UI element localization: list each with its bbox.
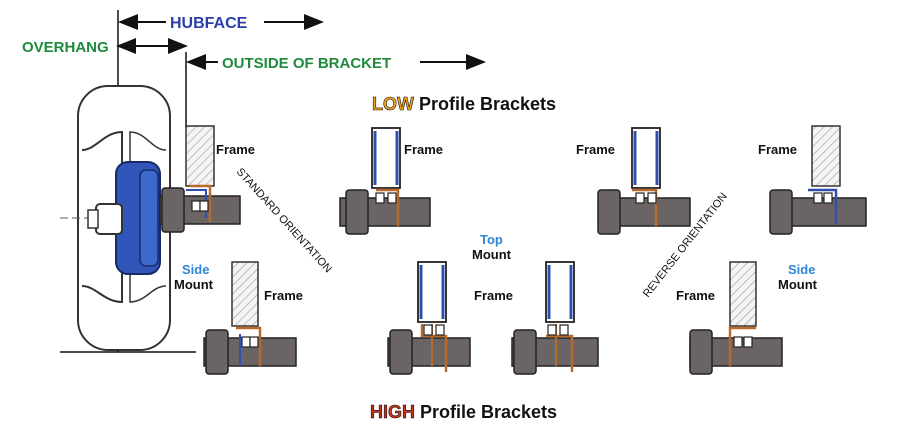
assembly-low-reverse-solid: Frame [758, 125, 867, 235]
overhang-label: OVERHANG [22, 39, 109, 56]
frame-label: Frame [676, 288, 715, 303]
axle-stub [597, 189, 621, 235]
frame-channel [417, 261, 447, 323]
bolt [435, 324, 445, 336]
frame-label: Frame [576, 142, 615, 157]
bracket [546, 334, 574, 372]
bolt [733, 336, 743, 348]
frame-rail [811, 125, 841, 187]
frame-label: Frame [474, 288, 513, 303]
frame-channel [545, 261, 575, 323]
high-profile-heading: HIGH Profile Brackets [370, 402, 557, 422]
assembly-standard-low-side: Frame [159, 125, 255, 233]
bolt [423, 324, 433, 336]
assembly-low-top-channel: Frame [339, 127, 443, 235]
bracket [236, 326, 262, 366]
bolt [249, 336, 259, 348]
bolt [559, 324, 569, 336]
assembly-high-reverse-side: Frame [676, 261, 783, 375]
bracket [420, 324, 448, 372]
standard-orientation-label: STANDARD ORIENTATION [234, 166, 334, 275]
bolt [547, 324, 557, 336]
outside-of-bracket-label: OUTSIDE OF BRACKET [222, 55, 391, 72]
bracket [728, 326, 756, 366]
frame-rail [231, 261, 259, 327]
assembly-high-top-channel-b: Frame [474, 261, 599, 375]
axle-stub [205, 329, 229, 375]
side-mount-right-side: Side [788, 262, 815, 277]
bolt [375, 192, 385, 204]
axle-stub [769, 189, 793, 235]
bolt [647, 192, 657, 204]
bolt [387, 192, 397, 204]
assembly-low-reverse-channel: Frame [576, 127, 691, 235]
axle-stub [161, 187, 185, 233]
frame-label: Frame [758, 142, 797, 157]
low-prefix: LOW [372, 94, 414, 114]
top-mount-side: Top [480, 232, 503, 247]
bracket [808, 188, 838, 224]
side-mount-left-side: Side [182, 262, 209, 277]
bolt [635, 192, 645, 204]
frame-channel [371, 127, 401, 189]
side-mount-left-mount: Mount [174, 277, 214, 292]
low-profile-heading: LOW Profile Brackets [372, 94, 556, 114]
hubface-label: HUBFACE [170, 15, 248, 32]
bolt [191, 200, 201, 212]
axle-stub [345, 189, 369, 235]
bolt [241, 336, 251, 348]
bolt [743, 336, 753, 348]
axle-stub [389, 329, 413, 375]
low-suffix: Profile Brackets [414, 94, 556, 114]
hub-drum [87, 161, 161, 275]
bolt [823, 192, 833, 204]
bracket [376, 188, 400, 226]
high-prefix: HIGH [370, 402, 415, 422]
bolt [199, 200, 209, 212]
bracket [190, 184, 212, 222]
frame-label: Frame [404, 142, 443, 157]
assembly-high-side: Frame [203, 261, 303, 375]
assembly-high-top-channel-a [387, 261, 471, 375]
frame-label: Frame [216, 142, 255, 157]
frame-channel [631, 127, 661, 189]
side-mount-right-mount: Mount [778, 277, 818, 292]
frame-rail [729, 261, 757, 327]
axle-stub [689, 329, 713, 375]
frame-rail [185, 125, 215, 187]
bolt [813, 192, 823, 204]
bracket [632, 188, 658, 226]
frame-label: Frame [264, 288, 303, 303]
high-suffix: Profile Brackets [415, 402, 557, 422]
top-mount-mount: Mount [472, 247, 512, 262]
axle-stub [513, 329, 537, 375]
